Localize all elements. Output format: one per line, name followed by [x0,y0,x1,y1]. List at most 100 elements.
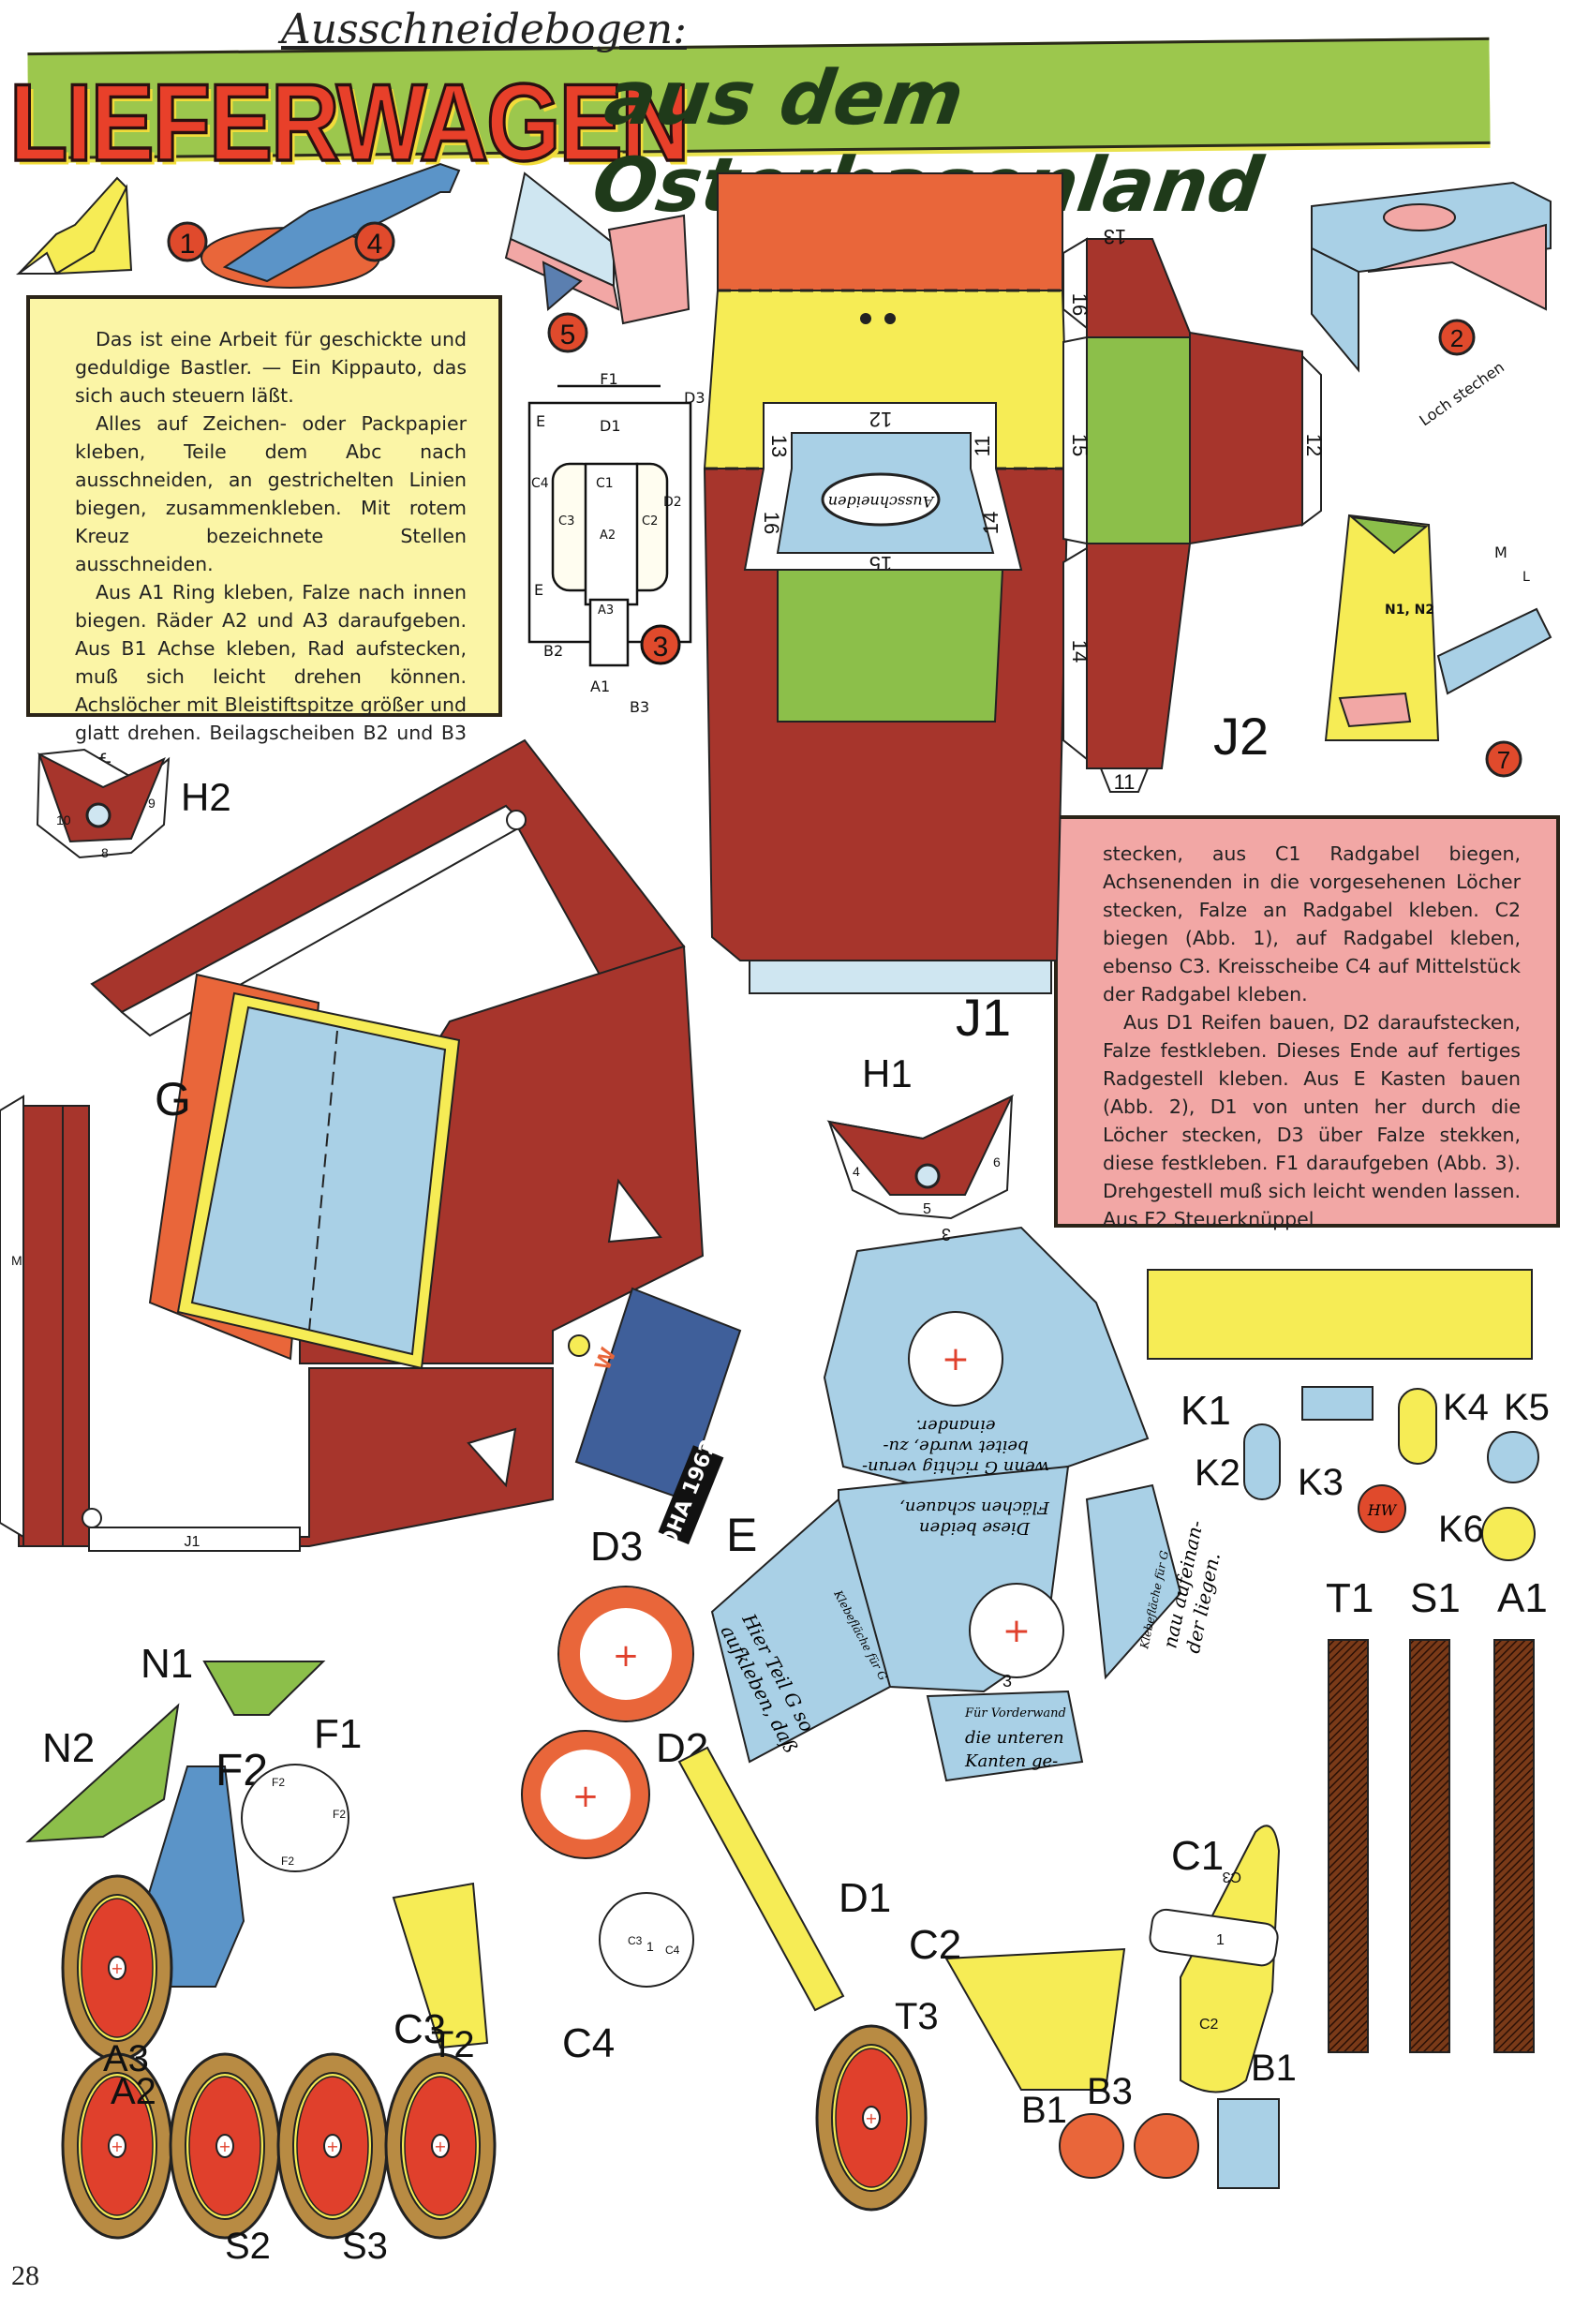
part-c1[interactable]: C3 1 C2 C1 [1149,1825,1281,2093]
strip-t1[interactable] [1328,1639,1369,2053]
part-b3-disc[interactable]: B3 [1087,2071,1199,2179]
diagram-label: L [1522,570,1530,585]
part-k3[interactable]: K3 [1298,1386,1374,1503]
part-k2[interactable]: K2 [1195,1423,1281,1500]
cut-mark-icon: + [613,1637,640,1675]
title-overline: Ausschneidebogen: [281,6,687,53]
wheel-s3[interactable]: + [276,2052,389,2240]
cutout-circle[interactable] [908,1311,1003,1407]
diagram-label: B2 [543,642,563,660]
part-e-box[interactable]: + + wenn G richtig verun- beitet wurde, … [710,1225,1230,1782]
tab-number: 1 [646,1939,654,1954]
part-h1[interactable]: 4 6 5 H1 [826,1051,1015,1220]
part-label: T3 [895,1996,939,2037]
stamp-badge: HW [1358,1484,1406,1533]
cut-mark-icon: + [434,2138,446,2155]
part-k1-strip[interactable]: K1 [1147,1269,1533,1434]
part-label: K6 [1438,1509,1484,1550]
cut-mark-icon: + [218,2138,230,2155]
wheel-a2[interactable]: + [61,2052,173,2240]
part-b1-disc[interactable]: B1 [1021,2090,1124,2179]
cut-mark-icon: + [1002,1612,1031,1650]
part-k6[interactable]: K6 [1438,1507,1536,1561]
tab-number: C3 [628,1934,643,1947]
wheel-t3[interactable]: + [815,2024,928,2212]
part-j1-body-sheet[interactable]: Ausschneiden 12 13 11 16 14 15 J1 [703,172,1070,1047]
part-j2[interactable]: 13 16 15 12 14 11 J2 [1062,225,1326,794]
tab-number: C2 [1199,2017,1219,2033]
wheel-a3[interactable]: + [61,1874,173,2062]
instructions-box-1: Das ist eine Arbeit für geschickte und g… [26,295,502,772]
strip-s1[interactable] [1409,1639,1450,2053]
cutout-circle[interactable] [969,1583,1064,1678]
tab-number: 12 [869,408,892,431]
part-truck-chassis[interactable]: J1 M G OHA 1962 W [0,738,742,1552]
diagram-label: C3 [558,514,574,529]
part-strips[interactable]: T1 S1 A1 [1326,1575,1548,2053]
instructions-box-2: stecken, aus C1 Radgabel biegen, Achsene… [1054,815,1560,1230]
part-n1[interactable]: N1 [141,1641,326,1716]
figure-7: N1, N2 M L 7 [1324,514,1552,778]
page-title: LIEFERWAGEN [7,59,691,186]
part-label: D1 [839,1875,891,1921]
tab-label: J1 [185,1534,200,1550]
instruction-text: Kanten ge- [964,1751,1058,1771]
tab-number: 12 [1302,434,1326,456]
tab-number: F2 [333,1808,346,1821]
part-label: B1 [1021,2090,1067,2131]
cutout-oval[interactable] [821,472,941,527]
figure-number-badge [167,221,208,262]
cut-mark-icon: + [111,2138,123,2155]
part-c2[interactable]: C2 [909,1922,1126,2091]
figure-4: 4 [200,162,461,289]
part-c4[interactable]: C3 1 C4 C4 [562,1892,694,2066]
diagram-label: A1 [590,678,610,695]
strip-a1[interactable] [1493,1639,1535,2053]
part-label: T1 [1326,1575,1374,1621]
instruction-text: die unteren [965,1728,1064,1748]
figure-number: 3 [653,632,669,663]
part-label: J2 [1213,707,1269,766]
diagram-label: A3 [598,603,614,618]
part-label: C3 [394,2006,446,2052]
part-label: D3 [590,1524,643,1570]
part-b1-axle[interactable]: B1 [1217,2048,1297,2189]
diagram-label: D2 [663,495,682,510]
tab-number: F2 [272,1776,285,1789]
part-label: J1 [956,988,1011,1047]
figure-number: 5 [560,320,576,350]
figure-5: 5 [504,171,691,353]
part-label: A1 [1497,1575,1548,1621]
part-k5[interactable]: K5 [1487,1387,1550,1483]
part-label: K1 [1181,1388,1231,1434]
diagram-label: D3 [684,389,705,407]
stamp-text: HW [1367,1501,1398,1519]
cut-mark-icon: + [865,2109,877,2127]
part-n2[interactable]: N2 [25,1703,180,1843]
part-f1[interactable]: F2 F2 F2 F1 [241,1711,362,1872]
wheel-t2[interactable]: + [384,2052,497,2240]
cut-mark-icon: + [326,2138,338,2155]
part-k4[interactable]: K4 [1398,1387,1489,1465]
part-label: S3 [342,2226,388,2267]
part-h2[interactable]: 10 9 8 H2 [36,748,231,860]
part-label: T2 [431,2024,475,2065]
tab-number: F2 [281,1855,294,1868]
part-d3[interactable]: + D3 [557,1524,694,1722]
diagram-label: C4 [531,476,549,491]
instructions-paragraph: Aus A1 Ring kleben, Falze nach innen bie… [75,581,467,772]
part-label: K5 [1504,1387,1550,1428]
part-label: F1 [314,1711,362,1757]
part-d1[interactable]: D1 [677,1746,891,2012]
tab-number: 10 [56,812,71,827]
figure-number-badge [1485,740,1522,778]
figure-number-badge [1438,319,1476,356]
wheel-s2[interactable]: + [169,2052,281,2240]
part-d2[interactable]: + D2 [521,1725,708,1859]
cut-mark-icon: + [942,1340,970,1378]
instructions-paragraph: Das ist eine Arbeit für geschickte und g… [75,328,467,407]
part-label: A2 [111,2071,156,2112]
tab-number: 6 [993,1155,1001,1169]
part-c3[interactable]: C3 [392,1882,489,2052]
instructions-paragraph: stecken, aus C1 Radgabel biegen, Achsene… [1103,842,1521,1006]
